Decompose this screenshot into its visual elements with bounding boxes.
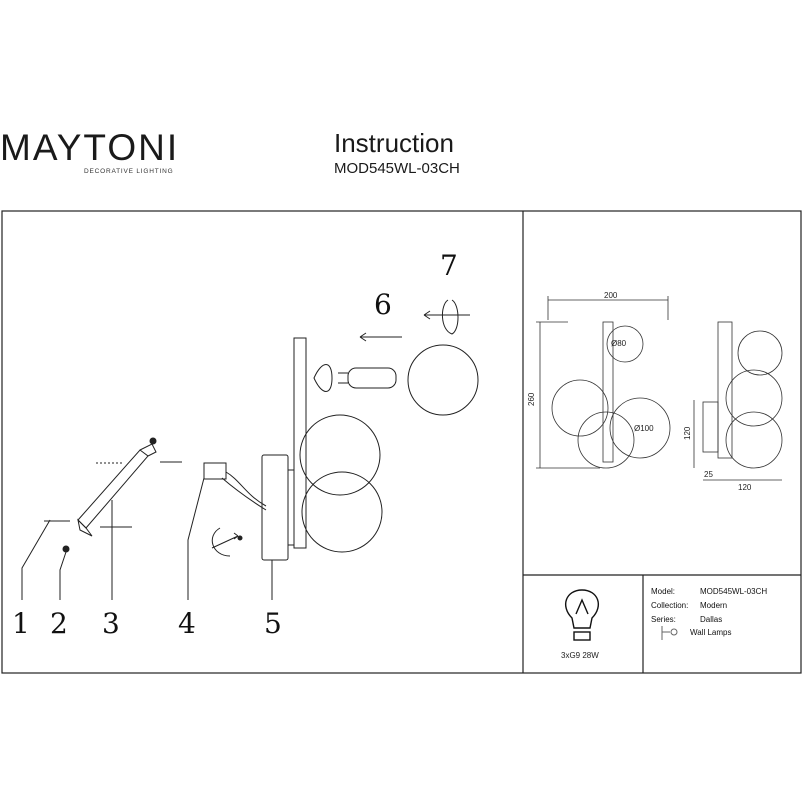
- dim-side-height: 120: [683, 426, 692, 440]
- dim-width: 200: [604, 291, 618, 300]
- front-globe-left: [551, 379, 609, 437]
- globe-upper: [299, 414, 381, 496]
- step-number: 3: [102, 607, 120, 640]
- brand-name: MAYTONI: [0, 127, 180, 168]
- collection-value: Modern: [700, 601, 728, 610]
- step-number: 2: [50, 607, 68, 640]
- step-number: 7: [440, 249, 458, 282]
- globe-lower: [301, 471, 383, 553]
- side-wall-plate: [702, 401, 719, 453]
- series-label: Series:: [651, 615, 676, 624]
- side-globe: [725, 369, 783, 427]
- model-code: MOD545WL-03CH: [334, 160, 460, 177]
- sheet-border: [1, 210, 802, 674]
- collection-label: Collection:: [651, 601, 689, 610]
- assembly-drawing: [21, 299, 479, 600]
- front-globe-right: [609, 397, 671, 459]
- step-number: 6: [374, 288, 392, 321]
- side-globe: [737, 330, 783, 376]
- leader-line: [21, 519, 51, 600]
- side-frame: [717, 321, 733, 459]
- wall-plate: [261, 454, 289, 561]
- mounting-bracket: [77, 449, 149, 529]
- front-globe-bottom: [577, 411, 635, 469]
- anchor-plug: [62, 545, 70, 553]
- brand-tagline: DECORATIVE LIGHTING: [84, 168, 174, 175]
- series-value: Dallas: [700, 615, 723, 624]
- terminal-block: [203, 462, 227, 480]
- lamp-frame: [293, 337, 307, 549]
- dim-height: 260: [527, 392, 536, 406]
- brand-logo: MAYTONI DECORATIVE LIGHTING: [0, 127, 180, 176]
- dim-side-offset: 25: [704, 470, 713, 479]
- anchor-plug: [149, 437, 157, 445]
- step-number: 1: [12, 607, 30, 640]
- page-title: Instruction: [334, 128, 454, 158]
- dim-large-globe: Ø100: [634, 424, 654, 433]
- g9-bulb: [347, 367, 397, 389]
- bulb-icon: [564, 589, 600, 641]
- glass-globe: [407, 344, 479, 416]
- dimension-drawing: [536, 296, 783, 481]
- front-globe-small: [606, 325, 644, 363]
- model-value: MOD545WL-03CH: [700, 587, 768, 596]
- rotation-arrow: [211, 535, 239, 549]
- dim-side-depth: 120: [738, 483, 752, 492]
- lamp-holder: [313, 364, 333, 392]
- wall-lamp-icon: [661, 626, 678, 640]
- type-value: Wall Lamps: [690, 628, 732, 637]
- lamp-spec: 3xG9 28W: [561, 651, 599, 660]
- step-number: 4: [178, 607, 196, 640]
- model-label: Model:: [651, 587, 676, 596]
- dim-small-globe: Ø80: [611, 339, 627, 348]
- step-number: 5: [264, 607, 282, 640]
- side-globe: [725, 411, 783, 469]
